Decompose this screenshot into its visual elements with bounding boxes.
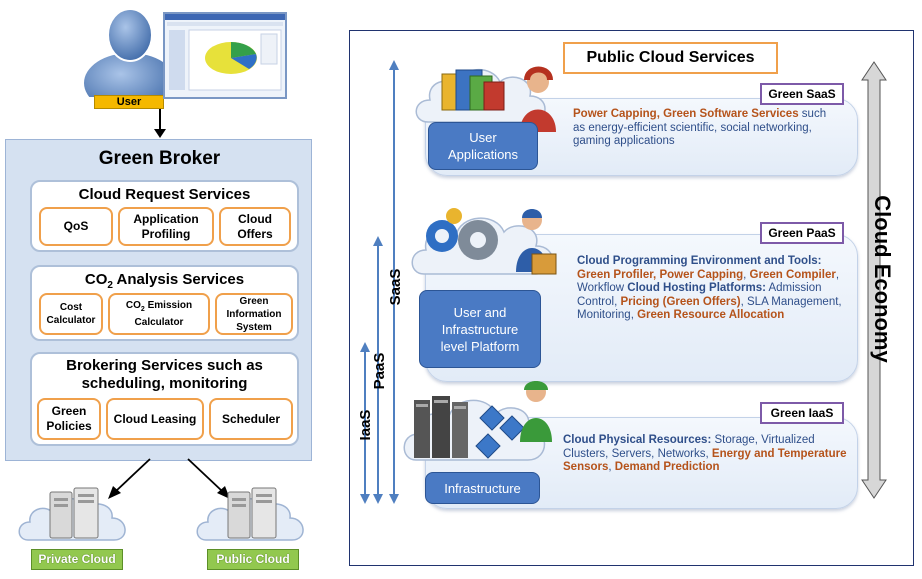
user-applications-button: User Applications	[428, 122, 538, 170]
green-paas-description: Cloud Programming Environment and Tools:…	[577, 255, 842, 321]
green-iaas-tag: Green IaaS	[760, 402, 844, 424]
user-infrastructure-platform-button: User and Infrastructure level Platform	[419, 290, 541, 368]
application-profiling-box: Application Profiling	[118, 207, 214, 246]
co2-analysis-services-title: CO2 Analysis Services	[84, 271, 245, 291]
platform-tools-icon	[411, 208, 557, 275]
co2-emission-calculator-box: CO2 Emission Calculator	[108, 293, 210, 335]
iaas-axis-label: IaaS	[357, 409, 374, 441]
green-saas-tag: Green SaaS	[760, 83, 844, 105]
cloud-offers-box: Cloud Offers	[219, 207, 291, 246]
green-broker-title: Green Broker	[98, 148, 221, 169]
cloud-request-services-section: Cloud Request Services QoS Application P…	[30, 180, 299, 252]
cloud-economy-arrow	[861, 61, 887, 499]
qos-box: QoS	[39, 207, 113, 246]
broker-to-clouds-arrows	[108, 458, 230, 499]
scheduler-box: Scheduler	[209, 398, 293, 440]
cloud-request-services-title: Cloud Request Services	[78, 186, 251, 203]
public-cloud-services-title: Public Cloud Services	[563, 42, 778, 74]
cost-calculator-box: Cost Calculator	[39, 293, 103, 335]
public-cloud-label: Public Cloud	[207, 549, 299, 570]
green-policies-box: Green Policies	[37, 398, 101, 440]
cloud-leasing-box: Cloud Leasing	[106, 398, 204, 440]
brokering-services-title-line2: scheduling, monitoring	[81, 375, 248, 392]
green-information-system-box: Green Information System	[215, 293, 293, 335]
saas-axis-label: SaaS	[387, 268, 404, 306]
infrastructure-button: Infrastructure	[425, 472, 540, 504]
brokering-services-title-line1: Brokering Services such as	[66, 357, 263, 374]
green-iaas-description: Cloud Physical Resources: Storage, Virtu…	[563, 434, 847, 473]
paas-axis-label: PaaS	[371, 352, 388, 390]
private-cloud-icon	[18, 487, 126, 541]
user-label: User	[94, 95, 164, 109]
private-cloud-label: Private Cloud	[31, 549, 123, 570]
software-applications-icon	[415, 66, 556, 132]
brokering-services-section: Brokering Services such as scheduling, m…	[30, 352, 299, 446]
green-paas-tag: Green PaaS	[760, 222, 844, 244]
co2-analysis-services-section: CO2 Analysis Services Cost Calculator CO…	[30, 265, 299, 341]
service-layer-arrows	[360, 60, 399, 504]
public-cloud-icon	[196, 487, 304, 541]
user-to-broker-arrow	[154, 109, 166, 138]
green-saas-description: Power Capping, Green Software Services s…	[573, 108, 827, 147]
physical-resources-icon	[403, 381, 552, 461]
app-screenshot-image	[163, 12, 287, 99]
user-icon	[84, 8, 176, 97]
cloud-economy-label: Cloud Economy	[870, 195, 895, 363]
green-broker-box: Green Broker Cloud Request Services QoS …	[5, 139, 312, 461]
